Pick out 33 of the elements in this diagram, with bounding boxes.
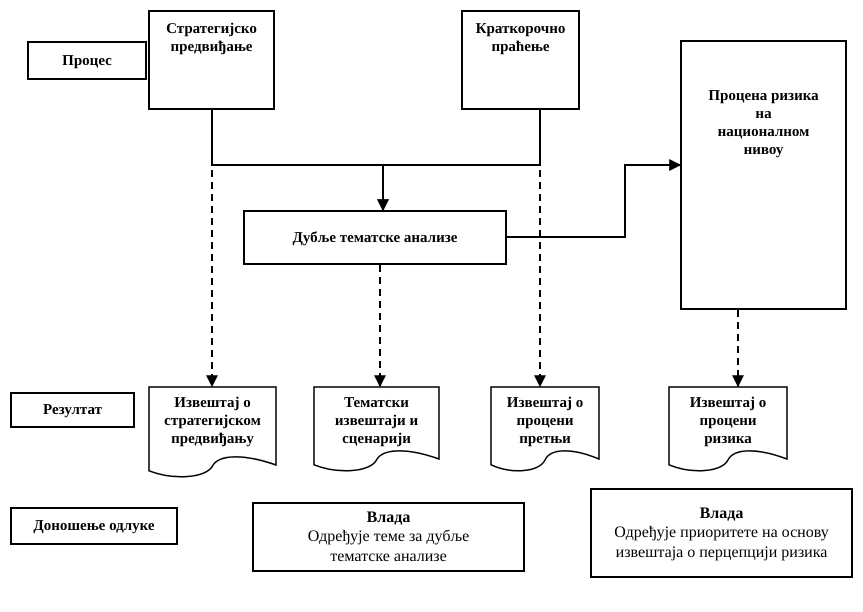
document-shape <box>313 386 440 472</box>
box-label: Тематски извештаји и сценарији <box>334 394 420 448</box>
process-box <box>680 40 847 310</box>
dashed-arrow <box>534 110 546 388</box>
box-label: Доношење одлуке <box>33 517 155 535</box>
document-shape <box>490 386 600 472</box>
box-label: Дубље тематске анализе <box>292 228 458 246</box>
process-box <box>590 488 853 578</box>
process-box <box>252 502 525 572</box>
process-box <box>243 210 507 265</box>
box-label: Стратегијско предвиђање <box>165 20 258 56</box>
dashed-arrow <box>374 265 386 388</box>
arrow <box>507 159 682 238</box>
process-box <box>27 41 147 80</box>
process-box <box>148 10 275 110</box>
box-label: Извештај о стратегијском предвиђању <box>163 394 262 448</box>
document-shape <box>148 386 277 478</box>
dashed-arrow <box>732 310 744 388</box>
box-label: Процена ризика на националном нивоу <box>708 87 819 159</box>
document-shape <box>668 386 788 472</box>
box-description: Одређује приоритете на основу извештаја о перцепцији ризика <box>613 523 830 562</box>
process-box <box>10 392 135 428</box>
dashed-arrow <box>206 110 218 388</box>
box-heading: Влада <box>366 508 410 528</box>
box-label: Резултат <box>43 401 102 419</box>
box-label: Извештај о процени ризика <box>688 394 768 448</box>
box-label: Процес <box>62 52 112 70</box>
box-label: Краткорочно праћење <box>474 20 566 56</box>
box-label: Извештај о процени претњи <box>506 394 584 448</box>
box-heading: Влада <box>700 504 744 524</box>
box-description: Одређује теме за дубље тематске анализе <box>306 527 470 566</box>
process-box <box>461 10 580 110</box>
process-box <box>10 507 178 545</box>
